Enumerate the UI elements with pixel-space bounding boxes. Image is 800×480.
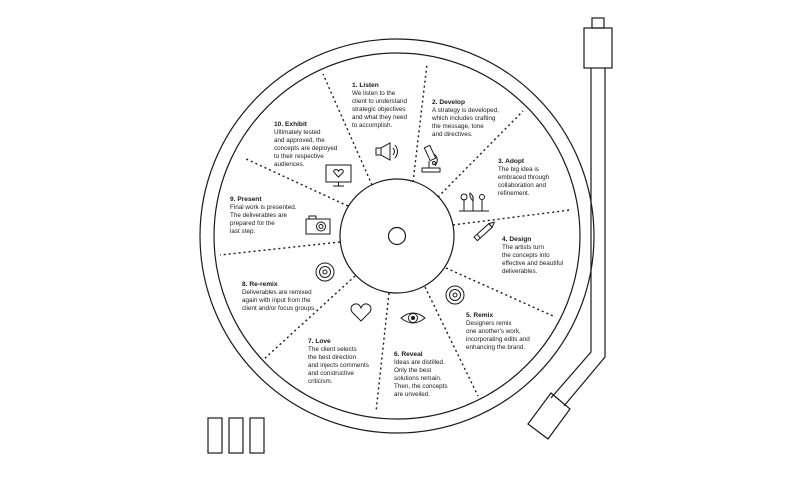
step-6-desc-2: Only the best	[394, 367, 431, 374]
step-2-title: 2. Develop	[432, 99, 465, 106]
step-7-desc-4: and constructive	[308, 370, 354, 377]
pencil-icon	[473, 221, 496, 242]
step-3-desc-4: refinement.	[498, 190, 530, 197]
step-3: 3. Adopt The big idea is embraced throug…	[459, 158, 550, 212]
step-10-title: 10. Exhibit	[274, 121, 308, 128]
step-3-desc-1: The big idea is	[498, 166, 539, 173]
step-9-desc-3: prepared for the	[230, 220, 275, 227]
tonearm	[527, 17, 613, 440]
record-inner-ring	[213, 52, 581, 420]
segment-dividers	[219, 63, 571, 413]
step-1-desc-5: to accomplish.	[352, 122, 392, 129]
step-4-desc-3: effective and beautiful	[502, 260, 563, 267]
deck-button-1[interactable]	[207, 417, 223, 454]
megaphone-icon	[375, 142, 398, 161]
step-5: 5. Remix Designers remix one another's w…	[445, 285, 530, 351]
vinyl-record-icon	[445, 285, 465, 305]
step-6: 6. Reveal Ideas are distilled. Only the …	[394, 312, 448, 398]
segment-divider	[445, 267, 554, 317]
step-7-desc-2: the best direction	[308, 354, 356, 361]
tonearm-counterweight-top	[591, 17, 605, 29]
segment-divider	[412, 63, 428, 183]
segment-divider	[375, 292, 390, 413]
step-9-desc-2: The deliverables are	[230, 212, 288, 219]
segment-divider	[452, 209, 571, 226]
record-outer-ring	[199, 38, 595, 434]
step-10-desc-5: audiences.	[274, 161, 305, 168]
tonearm-headshell	[527, 392, 571, 440]
step-9-title: 9. Present	[230, 196, 262, 203]
segment-divider	[437, 110, 524, 198]
step-5-desc-4: enhancing the brand.	[466, 344, 525, 351]
step-8-desc-1: Deliverables are remixed	[242, 289, 312, 296]
step-7-title: 7. Love	[308, 338, 331, 345]
step-7-desc-3: and injects comments	[308, 362, 369, 369]
segment-divider	[424, 286, 479, 397]
step-1-desc-2: client to understand	[352, 98, 407, 105]
step-6-desc-5: are unveiled.	[394, 391, 430, 398]
step-4-desc-4: deliverables.	[502, 268, 538, 275]
heart-icon	[350, 303, 372, 322]
segment-divider	[322, 73, 373, 186]
step-2-desc-2: which includes crafting	[431, 115, 496, 122]
camera-icon	[305, 215, 331, 235]
tonearm-shaft	[563, 68, 606, 407]
step-2-desc-1: A strategy is developed,	[432, 107, 499, 114]
step-3-title: 3. Adopt	[498, 158, 525, 165]
step-8: 8. Re-remix Deliverables are remixed aga…	[242, 262, 335, 312]
record-label	[339, 178, 455, 294]
vinyl-record-icon	[315, 262, 335, 282]
step-6-desc-4: Then, the concepts	[394, 383, 448, 390]
step-9-desc-4: last step.	[230, 228, 255, 235]
step-7: 7. Love The client selects the best dire…	[308, 303, 372, 385]
tonearm-counterweight	[583, 27, 613, 69]
step-5-title: 5. Remix	[466, 312, 493, 319]
step-1-title: 1. Listen	[352, 82, 379, 89]
step-1-desc-1: We listen to the	[352, 90, 396, 97]
step-10: 10. Exhibit Ultimately tested and approv…	[274, 121, 352, 187]
step-10-desc-4: to their respective	[274, 153, 324, 160]
segment-divider	[262, 275, 356, 361]
record-spindle-hole	[387, 226, 407, 246]
step-9: 9. Present Final work is presented. The …	[230, 196, 331, 235]
step-10-desc-1: Ultimately tested	[274, 129, 321, 136]
segment-divider	[243, 157, 349, 207]
step-4-desc-2: the concepts into	[502, 252, 550, 259]
step-9-desc-1: Final work is presented.	[230, 204, 297, 211]
deck-button-2[interactable]	[228, 417, 244, 454]
step-10-desc-2: and approved, the	[274, 137, 325, 144]
monitor-heart-icon	[325, 164, 352, 187]
step-6-desc-3: solutions remain.	[394, 375, 442, 382]
step-8-desc-2: again with input from the	[242, 297, 311, 304]
step-8-title: 8. Re-remix	[242, 281, 278, 288]
step-7-desc-5: criticism.	[308, 378, 333, 385]
step-7-desc-1: The client selects	[308, 346, 357, 353]
step-2: 2. Develop A strategy is developed, whic…	[421, 99, 499, 173]
deck-button-3[interactable]	[249, 417, 265, 454]
segment-divider	[219, 241, 341, 256]
step-8-desc-3: client and/or focus groups.	[242, 305, 316, 312]
step-6-title: 6. Reveal	[394, 351, 423, 358]
plants-icon	[459, 192, 489, 212]
step-4-desc-1: The artists turn	[502, 244, 544, 251]
step-5-desc-1: Designers remix	[466, 320, 512, 327]
step-4-title: 4. Design	[502, 236, 531, 243]
step-2-desc-3: the message, tone	[432, 123, 484, 130]
step-1: 1. Listen We listen to the client to und…	[352, 82, 407, 161]
step-6-desc-1: Ideas are distilled.	[394, 359, 445, 366]
step-5-desc-3: incorporating edits and	[466, 336, 530, 343]
tonearm-shaft	[550, 68, 592, 399]
step-1-desc-3: strategic objectives	[352, 106, 406, 113]
eye-icon	[400, 312, 426, 324]
step-5-desc-2: one another's work,	[466, 328, 521, 335]
step-10-desc-3: concepts are deployed	[274, 145, 338, 152]
microscope-icon	[421, 144, 441, 173]
step-4: 4. Design The artists turn the concepts …	[473, 221, 563, 275]
step-3-desc-2: embraced through	[498, 174, 550, 181]
step-3-desc-3: collaboration and	[498, 182, 546, 189]
step-2-desc-4: and directives.	[432, 131, 473, 138]
step-1-desc-4: and what they need	[352, 114, 407, 121]
